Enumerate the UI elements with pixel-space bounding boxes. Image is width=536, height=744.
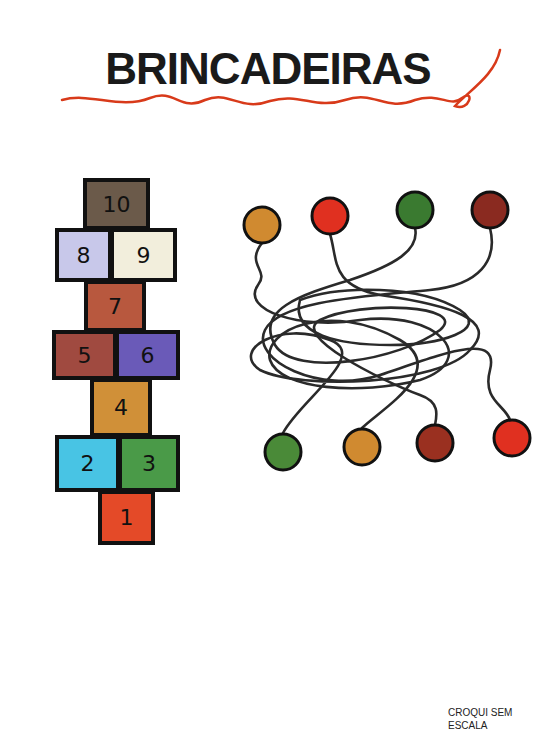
circles — [244, 192, 530, 470]
square-number: 4 — [114, 395, 128, 420]
hopscotch-square: 3 — [118, 435, 180, 492]
hopscotch-square: 9 — [110, 228, 177, 282]
hopscotch-square: 2 — [55, 435, 120, 492]
hopscotch-square: 10 — [83, 178, 150, 230]
hopscotch-square: 7 — [84, 280, 146, 332]
square-number: 9 — [137, 243, 151, 268]
square-number: 2 — [81, 451, 95, 476]
square-number: 8 — [77, 243, 91, 268]
hopscotch-square: 6 — [115, 330, 180, 380]
square-number: 7 — [108, 294, 122, 319]
square-number: 5 — [78, 343, 92, 368]
hopscotch-square: 4 — [90, 378, 152, 437]
tangled-lines — [251, 228, 510, 433]
square-number: 1 — [120, 505, 134, 530]
hopscotch-square: 8 — [55, 228, 112, 282]
square-number: 6 — [141, 343, 155, 368]
hopscotch-square: 1 — [98, 490, 155, 545]
square-number: 10 — [103, 192, 131, 217]
sketch-note: CROQUI SEM ESCALA — [448, 706, 520, 732]
hopscotch-square: 5 — [52, 330, 117, 380]
square-number: 3 — [142, 451, 156, 476]
diagram-title: BRINCADEIRAS — [0, 44, 536, 94]
